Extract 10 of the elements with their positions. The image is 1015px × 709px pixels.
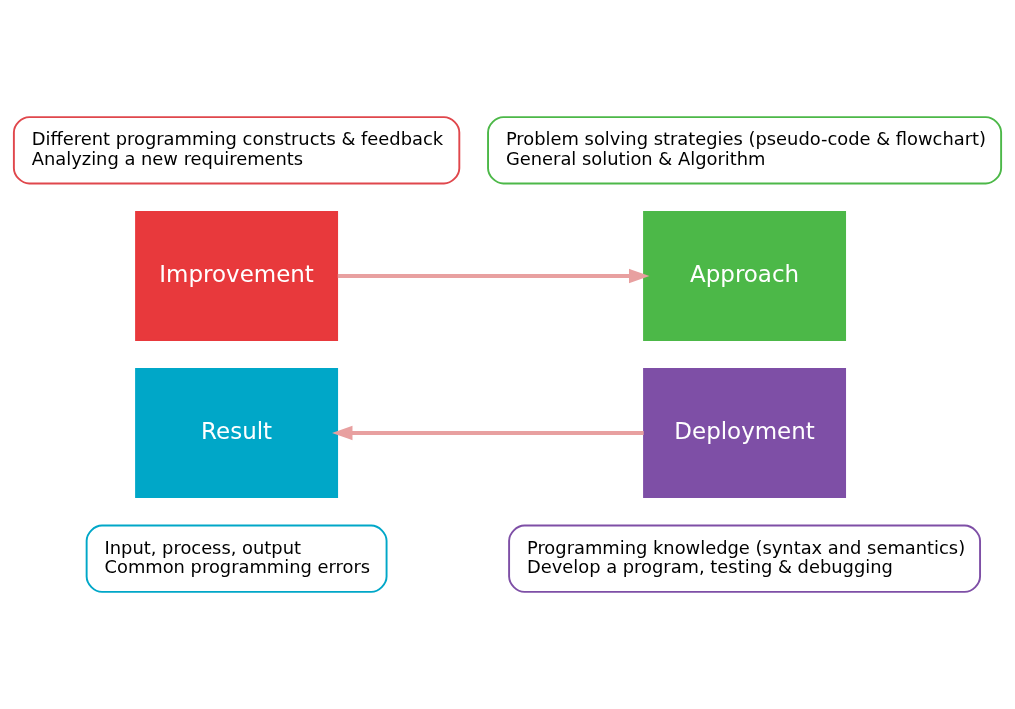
node-box: Improvement xyxy=(135,210,339,342)
node-box: Problem solving strategies (pseudo-code & flowchart) General solution & Algorithm xyxy=(487,116,1003,185)
node-box: Input, process, output Common programming errors xyxy=(85,524,388,593)
arrow xyxy=(337,268,650,284)
arrow xyxy=(332,425,644,441)
node-box: Programming knowledge (syntax and semantics) Develop a program, testing & debugging xyxy=(508,524,981,593)
node-box: Result xyxy=(135,367,339,499)
node-box: Different programming constructs & feedback Analyzing a new requirements xyxy=(12,116,461,185)
node-box: Approach xyxy=(643,210,847,342)
node-box: Deployment xyxy=(643,367,847,499)
